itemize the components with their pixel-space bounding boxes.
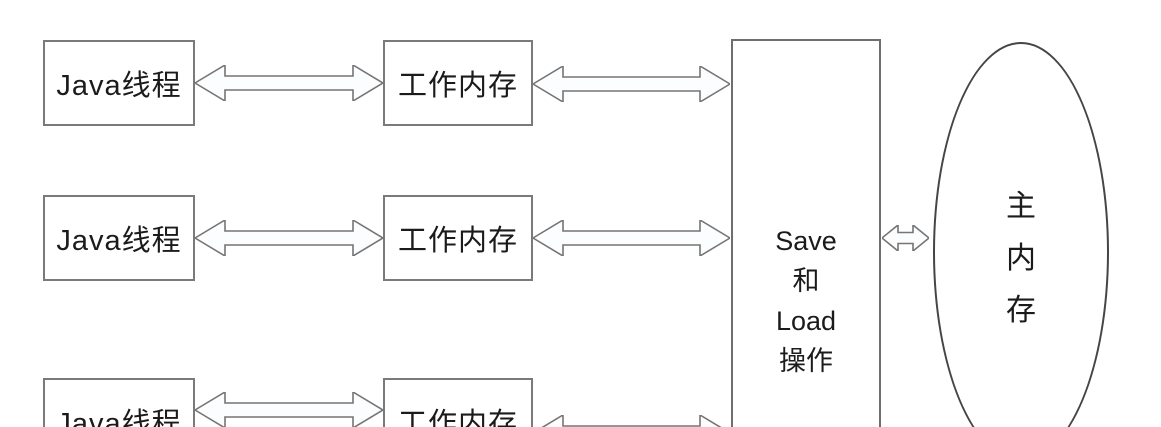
main-memory-label: 主 内 存: [935, 181, 1107, 337]
main-memory-ellipse: 主 内 存: [933, 42, 1109, 427]
java-thread-box-label: Java线程: [56, 408, 182, 427]
save-load-operations-box: Save 和 Load 操作: [731, 39, 881, 427]
bidirectional-arrow-shape: [541, 415, 722, 427]
bidirectional-arrow-shape: [195, 220, 383, 256]
save-load-line: 和: [792, 266, 820, 296]
main-memory-char: 主: [1006, 190, 1036, 223]
java-thread-box-label: Java线程: [56, 70, 182, 102]
save-load-line: Save: [775, 226, 837, 256]
bidirectional-arrow-shape: [882, 225, 929, 251]
java-thread-box: Java线程: [43, 378, 195, 427]
bidirectional-arrow-shape: [533, 220, 730, 256]
main-memory-char: 内: [1006, 242, 1036, 275]
bidirectional-arrow: [195, 220, 383, 256]
java-thread-box: Java线程: [43, 40, 195, 126]
bidirectional-arrow-shape: [533, 66, 730, 102]
working-memory-box-label: 工作内存: [397, 408, 518, 427]
working-memory-box: 工作内存: [383, 195, 533, 281]
working-memory-box: 工作内存: [383, 378, 533, 427]
bidirectional-arrow: [195, 65, 383, 101]
save-load-label: Save 和 Load 操作: [733, 221, 879, 381]
save-load-line: 操作: [779, 346, 833, 376]
main-memory-char: 存: [1006, 294, 1036, 327]
java-thread-box: Java线程: [43, 195, 195, 281]
bidirectional-arrow: [533, 220, 730, 256]
working-memory-box-label: 工作内存: [397, 225, 518, 257]
save-load-line: Load: [775, 306, 837, 336]
bidirectional-arrow: [195, 392, 383, 427]
working-memory-box-label: 工作内存: [397, 70, 518, 102]
working-memory-box: 工作内存: [383, 40, 533, 126]
bidirectional-arrow: [533, 66, 730, 102]
java-thread-box-label: Java线程: [56, 225, 182, 257]
bidirectional-arrow: [541, 415, 722, 427]
bidirectional-arrow: [882, 225, 929, 251]
bidirectional-arrow-shape: [195, 65, 383, 101]
bidirectional-arrow-shape: [195, 392, 383, 427]
